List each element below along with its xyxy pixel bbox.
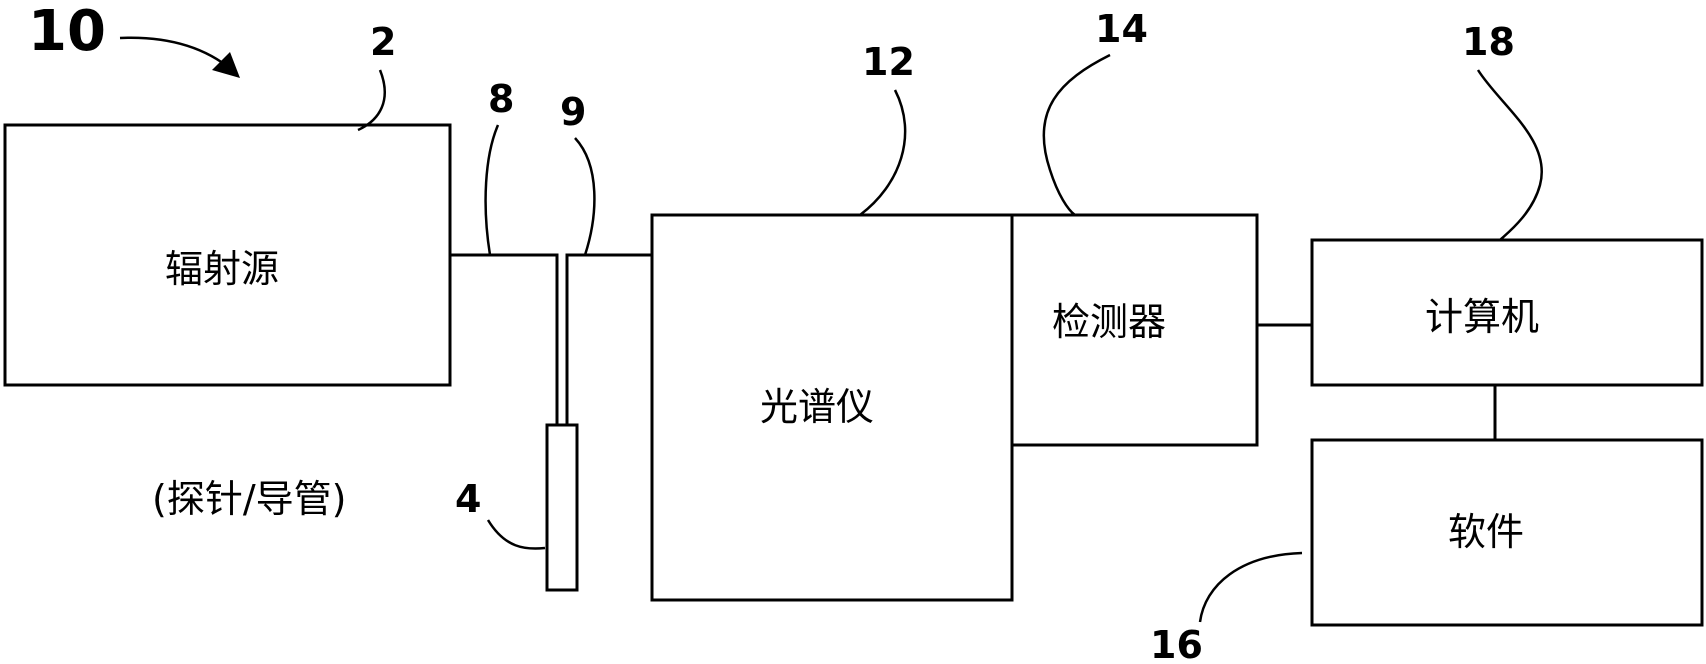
fiber-8-leader: [486, 125, 498, 255]
probe-body: [547, 425, 577, 590]
fiber-9-ref: 9: [560, 90, 586, 134]
computer-leader: [1478, 70, 1542, 240]
software-ref: 16: [1150, 623, 1203, 664]
probe-ref: 4: [455, 477, 481, 521]
radiation-source-label: 辐射源: [165, 247, 279, 291]
detector-leader: [1044, 55, 1110, 215]
fiber-9-line: [567, 255, 652, 425]
computer-label: 计算机: [1425, 295, 1539, 339]
radiation-source-ref: 2: [370, 20, 396, 64]
probe-leader: [488, 520, 545, 549]
figure-arrow-line: [120, 38, 232, 70]
figure-number: 10: [28, 0, 106, 64]
probe-label: (探针/导管): [152, 477, 346, 521]
spectrometer-label: 光谱仪: [760, 385, 874, 429]
fiber-8-ref: 8: [488, 77, 514, 121]
radiation-source-leader: [358, 70, 385, 130]
fiber-8-line: [450, 255, 557, 425]
computer-ref: 18: [1462, 20, 1515, 64]
detector-ref: 14: [1095, 7, 1148, 51]
spectrometer-ref: 12: [862, 40, 915, 84]
detector-label: 检测器: [1052, 300, 1166, 344]
software-label: 软件: [1448, 510, 1524, 554]
fiber-9-leader: [575, 138, 594, 255]
spectrometer-leader: [860, 90, 905, 215]
figure-arrowhead: [212, 52, 240, 78]
software-leader: [1200, 553, 1302, 622]
